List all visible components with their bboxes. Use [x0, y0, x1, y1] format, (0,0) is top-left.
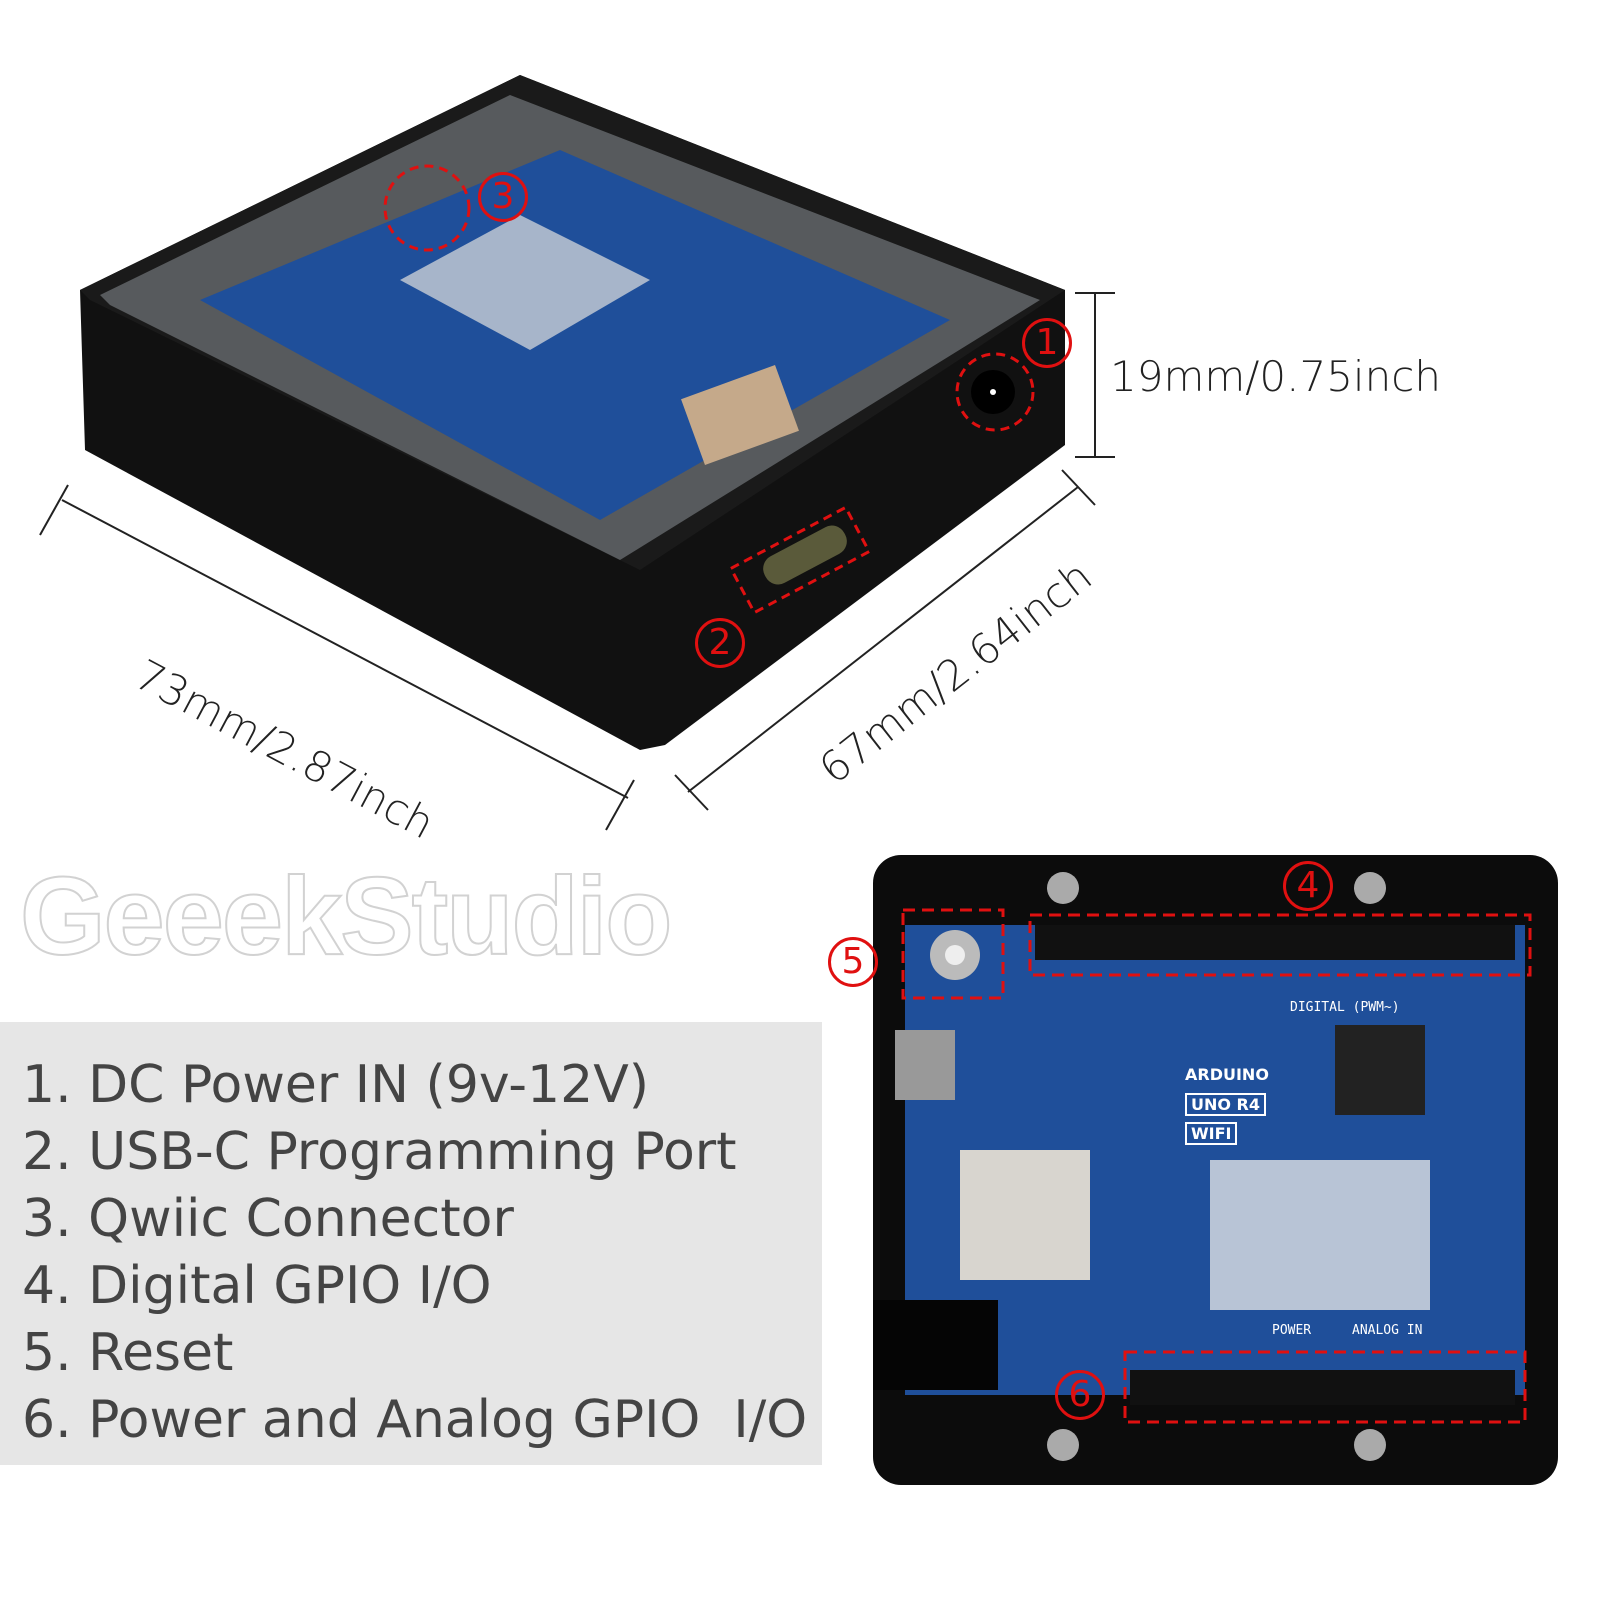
case-isometric-illustration — [39, 75, 1115, 831]
dc-jack-top — [873, 1300, 998, 1390]
marker-5: 5 — [828, 937, 878, 987]
feature-item: 5. Reset — [22, 1323, 234, 1383]
case-frame — [873, 855, 1558, 1485]
digital-header-label: DIGITAL (PWM~) — [1290, 1000, 1400, 1015]
analog-header-label: ANALOG IN — [1352, 1323, 1423, 1338]
feature-list: 1. DC Power IN (9v-12V) 2. USB-C Program… — [0, 1022, 822, 1454]
feature-list-panel: 1. DC Power IN (9v-12V) 2. USB-C Program… — [0, 1022, 822, 1465]
highlight-analog — [1123, 1350, 1527, 1424]
board-model: UNO R4 — [1185, 1093, 1267, 1116]
led-matrix-top — [1210, 1160, 1430, 1310]
height-dimension-label: 19mm/0.75inch — [1110, 352, 1441, 401]
highlight-qwiic — [383, 164, 471, 252]
feature-item: 2. USB-C Programming Port — [22, 1122, 737, 1182]
feature-item: 4. Digital GPIO I/O — [22, 1256, 492, 1316]
watermark: GeeekStudio — [19, 855, 673, 978]
power-header-label: POWER — [1272, 1323, 1312, 1338]
marker-1: 1 — [1022, 318, 1072, 368]
usb-connector — [895, 1030, 955, 1100]
digital-header — [1035, 925, 1515, 960]
highlight-digital — [1028, 913, 1532, 977]
marker-3: 3 — [478, 172, 528, 222]
feature-item: 3. Qwiic Connector — [22, 1189, 514, 1249]
highlight-dc-jack — [955, 352, 1035, 432]
marker-4: 4 — [1283, 861, 1333, 911]
analog-header — [1130, 1370, 1515, 1405]
mcu-chip — [1335, 1025, 1425, 1115]
usb-c-port — [763, 525, 847, 585]
reset-button — [930, 930, 980, 980]
marker-6: 6 — [1055, 1370, 1105, 1420]
wifi-module — [681, 365, 799, 465]
dimension-lines — [39, 292, 1115, 831]
highlight-usb — [728, 505, 872, 615]
wifi-module-top — [960, 1150, 1090, 1280]
board-variant: WIFI — [1185, 1122, 1238, 1145]
feature-item: 6. Power and Analog GPIO I/O — [22, 1390, 808, 1450]
screws — [1047, 872, 1386, 1461]
board — [905, 925, 1525, 1395]
marker-2: 2 — [695, 618, 745, 668]
board-brand: ARDUINO — [1185, 1065, 1269, 1084]
led-matrix — [400, 215, 650, 350]
feature-item: 1. DC Power IN (9v-12V) — [22, 1055, 650, 1115]
board-top — [200, 150, 950, 520]
highlight-reset — [901, 908, 1005, 1000]
